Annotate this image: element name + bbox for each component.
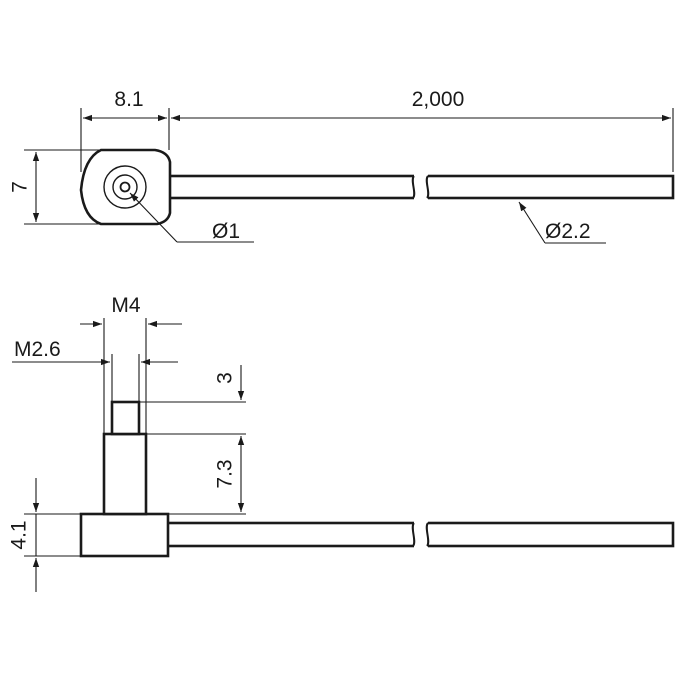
label-head-width: 8.1 (114, 88, 143, 111)
dim-head-height: 7 (9, 149, 100, 225)
label-cable-diameter: Ø2.2 (545, 220, 591, 243)
label-tip-length: 3 (214, 372, 237, 384)
label-core-diameter: Ø1 (212, 220, 240, 243)
top-view: 8.1 2,000 7 Ø1 Ø2.2 (9, 88, 675, 244)
dim-thread-length: 7.3 (146, 433, 246, 515)
dim-head-thickness: 4.1 (8, 478, 81, 592)
label-thread-length: 7.3 (214, 459, 237, 488)
dim-thread-major: M4 (80, 294, 182, 434)
top-cable (161, 172, 675, 202)
label-thread-minor: M2.6 (14, 338, 61, 361)
label-thread-major: M4 (111, 294, 140, 317)
dim-thread-minor: M2.6 (12, 338, 178, 402)
side-body (79, 400, 170, 558)
leader-cable-diameter: Ø2.2 (518, 201, 606, 244)
label-head-height: 7 (9, 181, 32, 193)
leader-core-diameter: Ø1 (129, 192, 254, 243)
label-cable-length: 2,000 (412, 88, 465, 111)
dim-cable-length: 2,000 (171, 88, 674, 172)
side-cable (164, 519, 675, 550)
label-head-thickness: 4.1 (8, 520, 31, 549)
dim-head-width: 8.1 (80, 88, 170, 172)
dim-tip-length: 3 (139, 365, 246, 403)
side-view: M4 M2.6 3 7.3 (8, 294, 675, 592)
top-head (79, 148, 172, 226)
